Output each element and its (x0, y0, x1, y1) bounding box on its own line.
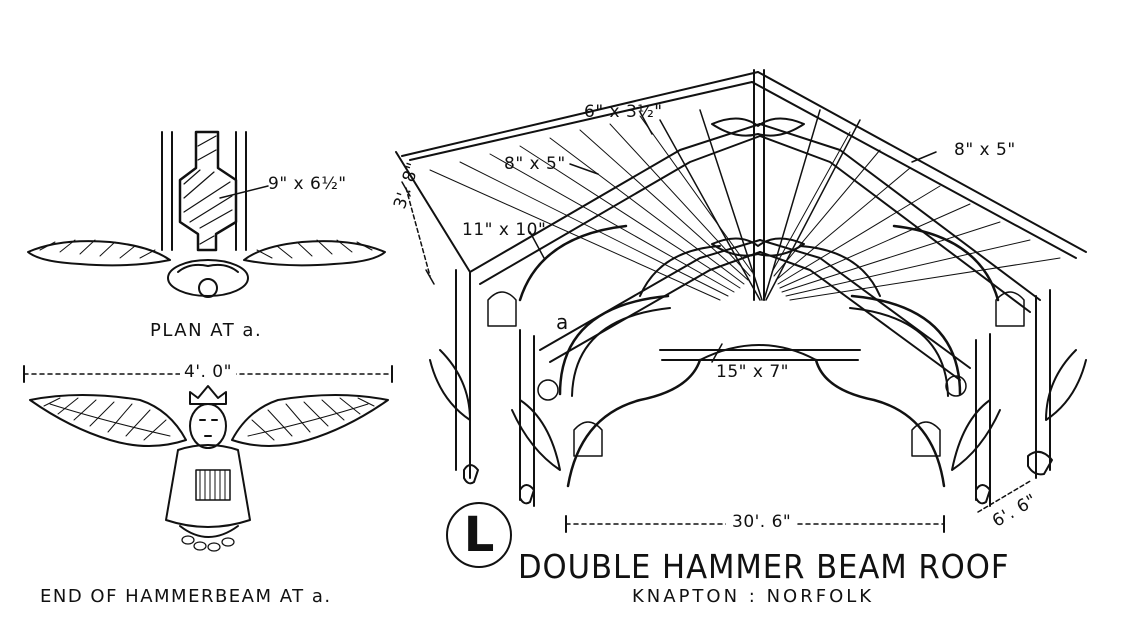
plate-subtitle: KNAPTON : NORFOLK (632, 586, 875, 607)
dimension-collar: 15" x 7" (716, 362, 789, 382)
plate-letter-badge: L (446, 502, 512, 568)
hammerbeam-span-label: 4'. 0" (180, 364, 236, 381)
dimension-rafter-top: 6" x 3½" (584, 102, 663, 122)
plate-title: DOUBLE HAMMER BEAM ROOF (518, 547, 1010, 586)
dimension-left-purlin: 8" x 5" (504, 154, 566, 174)
plan-caption: PLAN AT a. (150, 320, 263, 341)
dimension-span: 30'. 6" (726, 514, 798, 531)
angel-drawing (23, 365, 393, 552)
hammerbeam-caption: END OF HAMMERBEAM AT a. (40, 586, 332, 607)
dimension-hammer-beam: 11" x 10" (462, 220, 547, 240)
plan-drawing (27, 130, 386, 298)
plan-dimension-label: 9" x 6½" (268, 174, 347, 194)
dimension-right-purlin: 8" x 5" (954, 140, 1016, 160)
marker-a: a (556, 310, 569, 334)
roof-drawing (395, 69, 1087, 533)
